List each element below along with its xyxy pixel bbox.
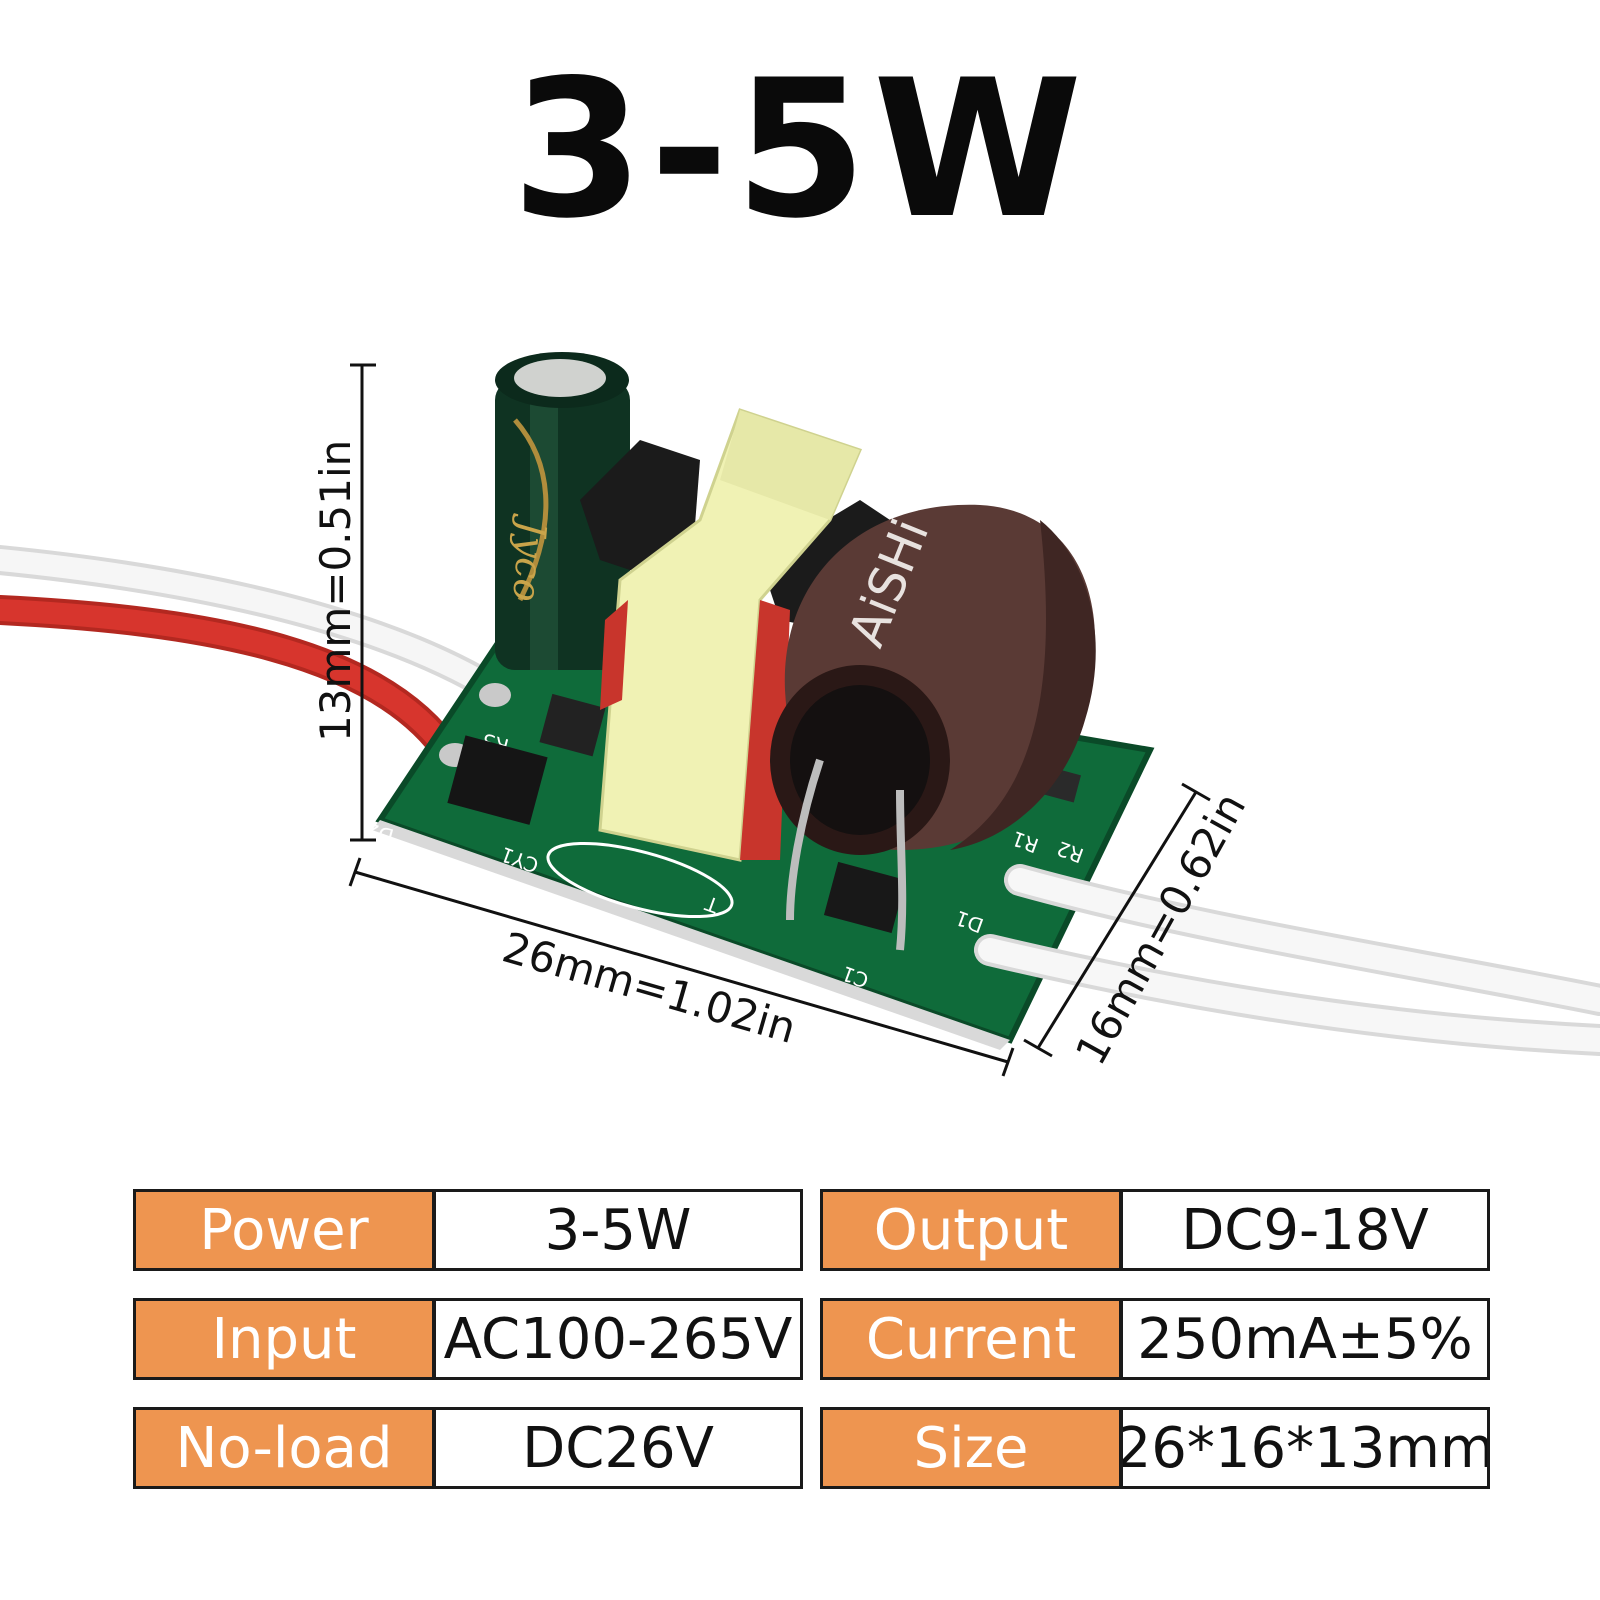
spec-key-size: Size [820,1407,1122,1489]
spec-key-current: Current [820,1298,1122,1380]
length-dimension [348,857,1015,1077]
spec-value-output: DC9-18V [1120,1189,1490,1271]
spec-value-size: 26*16*13mm [1120,1407,1490,1489]
height-dimension [350,363,376,842]
solder-pad [479,683,511,707]
spec-value-power: 3-5W [433,1189,803,1271]
smd-chip [539,693,606,757]
spec-key-output: Output [820,1189,1122,1271]
spec-key-no-load: No-load [133,1407,435,1489]
spec-value-no-load: DC26V [433,1407,803,1489]
spec-value-input: AC100-265V [433,1298,803,1380]
product-title: 3-5W [511,39,1089,260]
spec-key-input: Input [133,1298,435,1380]
width-dimension [1023,782,1211,1058]
height-label: 13mm=0.51in [311,440,360,742]
small-capacitor: Jyco [495,352,630,670]
product-illustration: R3 D2 CY1 C1 D1 R1 R2 T Jyco AiSHi [0,352,1600,1077]
small-cap-text: Jyco [504,512,555,603]
spec-key-power: Power [133,1189,435,1271]
spec-value-current: 250mA±5% [1120,1298,1490,1380]
smd-bridge-chip [447,735,548,825]
smd-chip [823,861,906,934]
